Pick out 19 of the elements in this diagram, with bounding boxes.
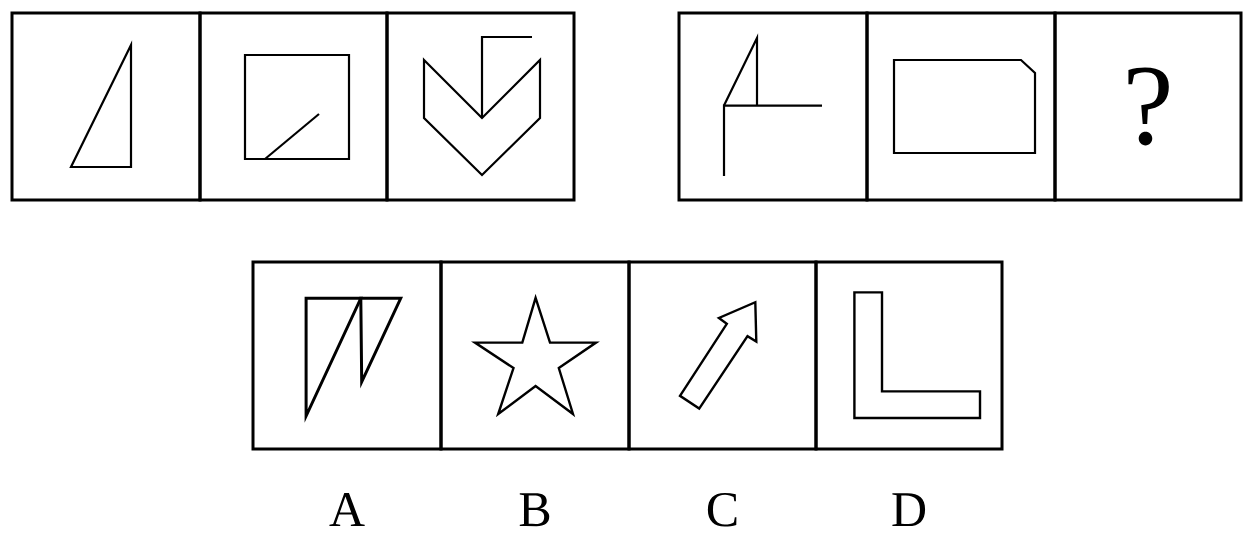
pentagon-figure (892, 58, 1037, 155)
option-cell (251, 260, 443, 451)
option-letter: A (329, 493, 365, 526)
chevron-figure (422, 35, 542, 177)
option-cell (439, 260, 631, 451)
sequence-cell (385, 11, 576, 202)
square-with-line-figure (243, 53, 351, 161)
option-letter: C (707, 492, 737, 527)
sequence-cell (198, 11, 389, 202)
option-letter: D (892, 493, 926, 527)
option-cell (814, 260, 1004, 451)
sequence-cell (677, 11, 869, 202)
question-cell: ? (1053, 11, 1243, 202)
sequence-cell (10, 11, 202, 202)
option-cell (627, 260, 818, 451)
triangle-lines-figure (722, 33, 822, 176)
option-letter: B (519, 493, 550, 527)
sequence-cell (865, 11, 1057, 202)
l-shape-figure (853, 291, 982, 420)
